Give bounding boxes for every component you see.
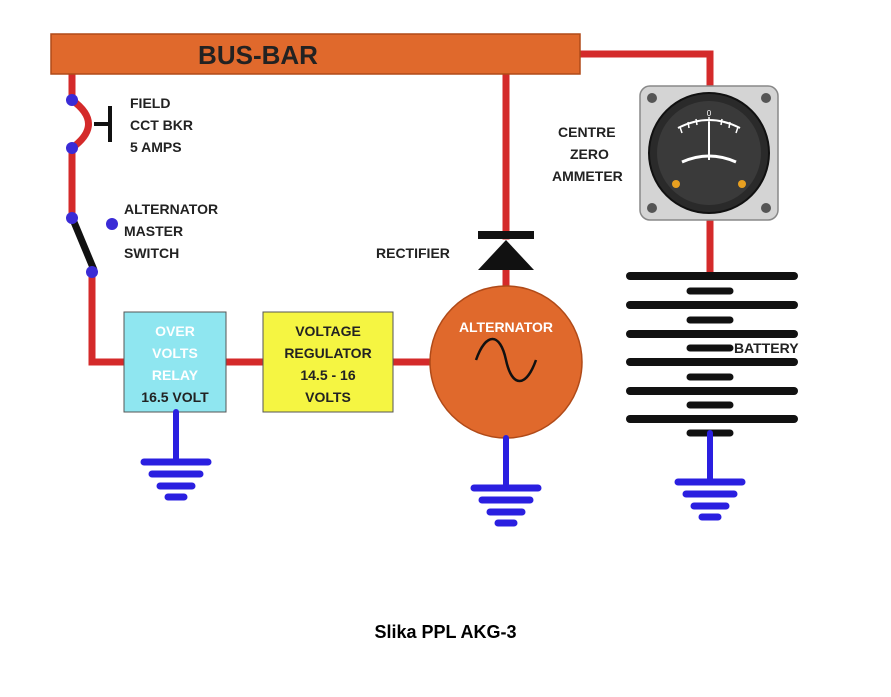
ammeter-label-2: ZERO	[570, 146, 609, 162]
master-switch-label-1: ALTERNATOR	[124, 201, 218, 217]
regulator-label-4: VOLTS	[305, 389, 351, 405]
regulator-label-2: REGULATOR	[284, 345, 371, 361]
over-volts-relay-box	[123, 311, 227, 413]
terminal-dot	[66, 212, 78, 224]
ground-alternator	[470, 435, 542, 527]
terminal-dot	[86, 266, 98, 278]
voltage-regulator-box	[262, 311, 394, 413]
ground-battery	[674, 430, 746, 521]
ammeter-terminal-left	[672, 180, 680, 188]
terminal-dot	[106, 218, 118, 230]
ground-relay	[140, 409, 212, 501]
field-breaker-label-3: 5 AMPS	[130, 139, 182, 155]
wiring	[67, 50, 714, 366]
battery-label: BATTERY	[734, 340, 799, 356]
alternator-label: ALTERNATOR	[459, 319, 553, 335]
ammeter-label-3: AMMETER	[552, 168, 623, 184]
field-breaker-label-2: CCT BKR	[130, 117, 193, 133]
ammeter-screw	[761, 203, 771, 213]
rectifier-label: RECTIFIER	[376, 245, 450, 261]
ammeter: 0	[639, 85, 779, 221]
ammeter-arc	[681, 154, 737, 164]
relay-label-3: RELAY	[152, 367, 199, 383]
terminal-dot	[66, 142, 78, 154]
relay-label-1: OVER	[155, 323, 195, 339]
master-switch-blade	[70, 220, 98, 272]
field-breaker-arc	[67, 95, 92, 153]
field-breaker-label-1: FIELD	[130, 95, 170, 111]
ammeter-screw	[647, 93, 657, 103]
ammeter-zero: 0	[707, 109, 712, 118]
ammeter-screw	[761, 93, 771, 103]
figure-caption: Slika PPL AKG-3	[374, 622, 517, 642]
rectifier-bar	[478, 231, 534, 239]
ammeter-screw	[647, 203, 657, 213]
relay-label-4: 16.5 VOLT	[141, 389, 209, 405]
ammeter-terminal-right	[738, 180, 746, 188]
busbar	[50, 33, 581, 75]
regulator-label-3: 14.5 - 16	[300, 367, 355, 383]
rectifier-triangle	[478, 240, 534, 270]
relay-label-2: VOLTS	[152, 345, 198, 361]
ac-sine-icon	[474, 338, 538, 382]
busbar-label: BUS-BAR	[198, 40, 318, 70]
regulator-label-1: VOLTAGE	[295, 323, 361, 339]
master-switch-label-2: MASTER	[124, 223, 183, 239]
master-switch-label-3: SWITCH	[124, 245, 179, 261]
terminal-dot	[66, 94, 78, 106]
ammeter-label-1: CENTRE	[558, 124, 616, 140]
